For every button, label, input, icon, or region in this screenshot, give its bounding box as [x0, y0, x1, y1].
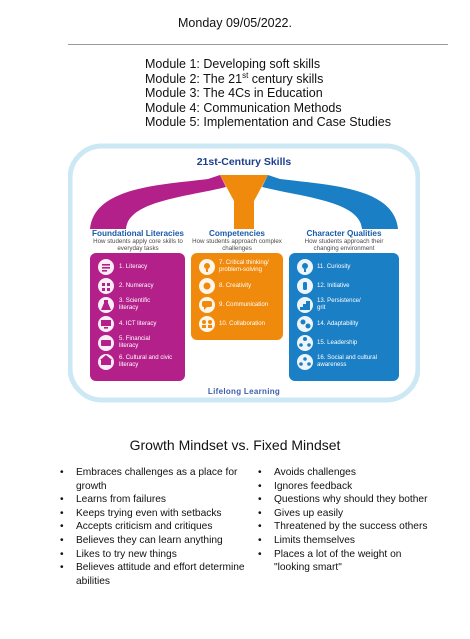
module-superscript: st: [242, 70, 249, 80]
character-heading: Character Qualities: [306, 229, 382, 238]
orange-arch: [220, 175, 268, 229]
network-icon: [297, 354, 313, 370]
module-text: Module 2: The 21: [145, 71, 243, 86]
list-item: Likes to try new things: [60, 548, 250, 562]
skill-collaboration: 10. Collaboration: [219, 320, 266, 327]
list-item: Questions why should they bother: [258, 493, 433, 507]
module-text: Module 5: Implementation and Case Studie…: [145, 115, 391, 129]
gears-icon: [297, 316, 313, 332]
module-line: Module 1: Developing soft skills: [145, 57, 391, 72]
lifelong-frame: [68, 143, 420, 403]
skill-cultural-civic-literacy: 6. Cultural and civic literacy: [119, 354, 173, 368]
module-line: Module 5: Implementation and Case Studie…: [145, 115, 391, 130]
character-panel: [289, 253, 399, 381]
module-text: Module 1: Developing soft skills: [145, 57, 321, 71]
document-date: Monday 09/05/2022.: [178, 16, 292, 30]
skill-critical-thinking: 7. Critical thinking/ problem-solving: [219, 259, 269, 273]
skills-infographic: 21st-Century Skills Foundational Literac…: [68, 143, 420, 405]
skill-ict-literacy: 4. ICT literacy: [119, 320, 157, 327]
list-item: Limits themselves: [258, 534, 433, 548]
character-subtitle: How students approach their changing env…: [304, 238, 384, 252]
lifelong-learning-label: Lifelong Learning: [207, 387, 281, 396]
list-item: Ignores feedback: [258, 480, 433, 494]
module-list: Module 1: Developing soft skills Module …: [145, 57, 391, 130]
module-line: Module 2: The 21st century skills: [145, 70, 391, 87]
skill-initiative: 12. Initiative: [317, 282, 350, 289]
foundational-subtitle: How students apply core skills to everyd…: [93, 238, 183, 252]
fixed-mindset-list: Avoids challenges Ignores feedback Quest…: [258, 466, 433, 575]
list-item: Believes attitude and effort determine a…: [60, 561, 250, 588]
foundational-heading: Foundational Literacies: [92, 229, 184, 238]
skill-numeracy: 2. Numeracy: [119, 282, 154, 289]
competencies-heading: Competencies: [209, 229, 265, 238]
skill-literacy: 1. Literacy: [119, 263, 148, 270]
skill-scientific-literacy: 3. Scientific literacy: [119, 297, 151, 311]
list-item: Avoids challenges: [258, 466, 433, 480]
list-item: Places a lot of the weight on "looking s…: [258, 548, 433, 575]
skill-creativity: 8. Creativity: [219, 282, 252, 289]
horizontal-rule: [68, 44, 448, 45]
list-item: Keeps trying even with setbacks: [60, 507, 250, 521]
module-text: Module 3: The 4Cs in Education: [145, 86, 323, 100]
people-icon: [199, 316, 215, 332]
skill-leadership: 15. Leadership: [317, 339, 358, 346]
leadership-icon: [297, 335, 313, 351]
list-item: Threatened by the success others: [258, 520, 433, 534]
competencies-panel: [191, 253, 283, 340]
blue-arch: [262, 175, 398, 229]
list-item: Embraces challenges as a place for growt…: [60, 466, 250, 493]
module-line: Module 3: The 4Cs in Education: [145, 86, 391, 101]
skill-adaptability: 14. Adaptability: [317, 320, 359, 327]
list-item: Learns from failures: [60, 493, 250, 507]
competencies-subtitle: How students approach complex challenges: [192, 238, 282, 252]
module-text: century skills: [248, 71, 324, 86]
infographic-title: 21st-Century Skills: [196, 156, 292, 168]
magenta-arch: [90, 175, 226, 229]
list-item: Believes they can learn anything: [60, 534, 250, 548]
skill-financial-literacy: 5. Financial literacy: [119, 335, 151, 349]
skill-communication: 9. Communication: [219, 301, 269, 308]
infographic-graphics: [68, 143, 420, 403]
skill-curiosity: 11. Curiosity: [317, 263, 351, 270]
mindset-heading: Growth Mindset vs. Fixed Mindset: [129, 437, 341, 453]
list-item: Accepts criticism and critiques: [60, 520, 250, 534]
list-item: Gives up easily: [258, 507, 433, 521]
module-text: Module 4: Communication Methods: [145, 100, 342, 115]
skill-persistence-grit: 13. Persistence/ grit: [317, 297, 361, 311]
numeracy-icon: [98, 278, 114, 294]
skill-social-cultural-awareness: 16. Social and cultural awareness: [317, 354, 377, 368]
growth-mindset-list: Embraces challenges as a place for growt…: [60, 466, 250, 588]
module-line: Module 4: Communication Methods: [145, 101, 391, 116]
